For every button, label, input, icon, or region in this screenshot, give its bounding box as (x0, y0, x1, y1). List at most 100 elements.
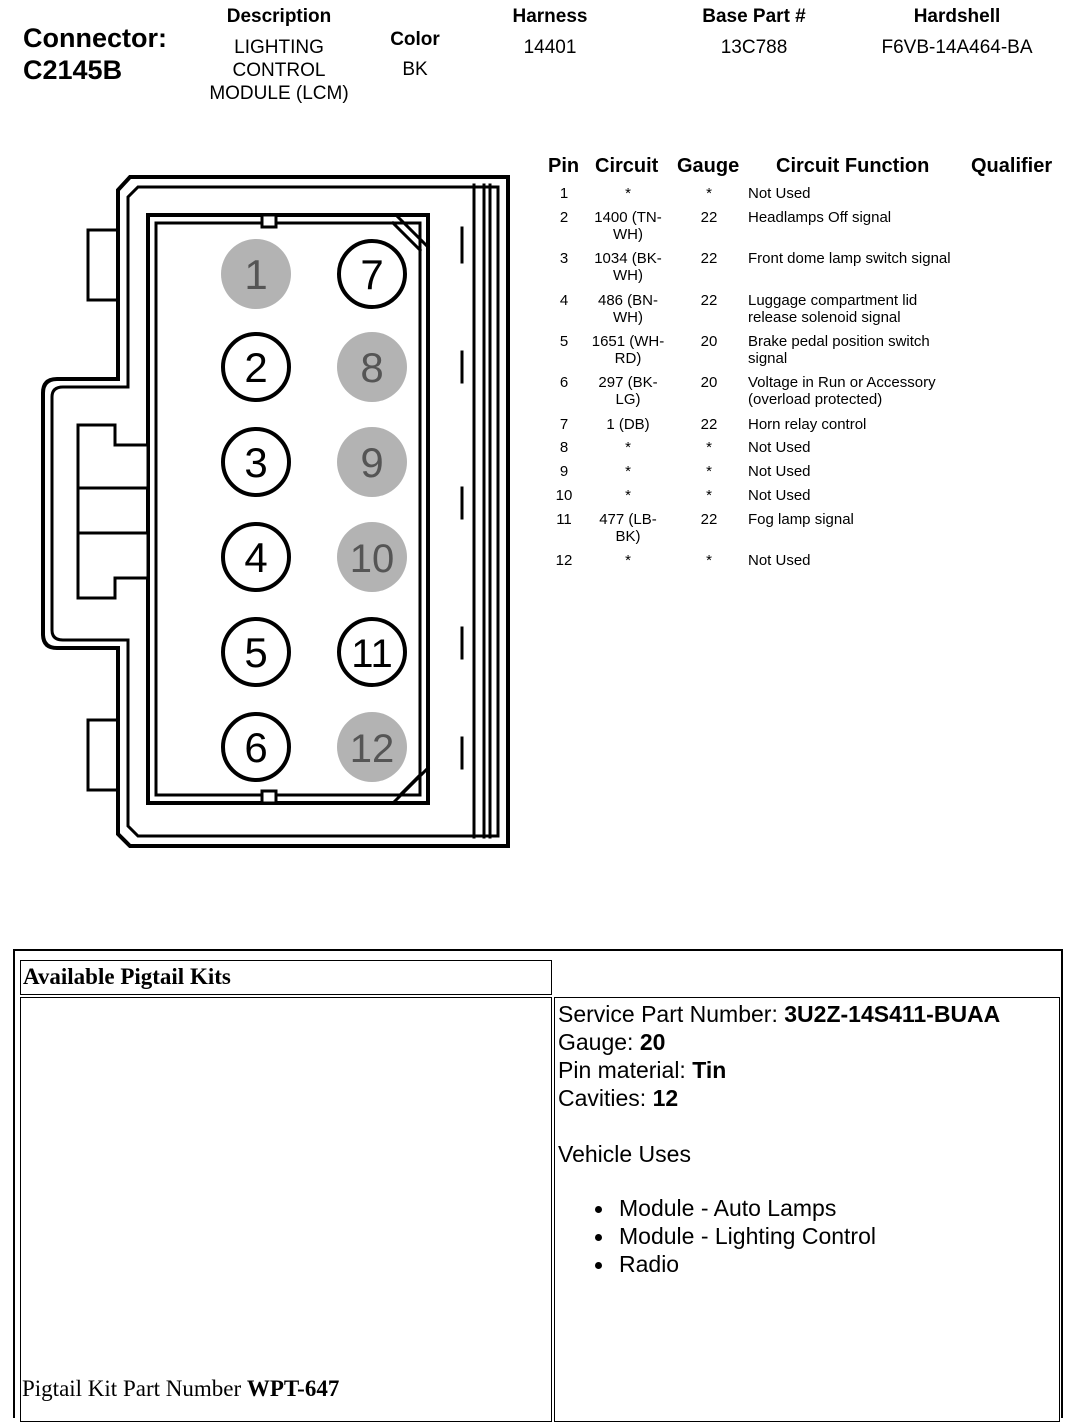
circuit-line: 1651 (WH- (591, 333, 665, 350)
housing-outline (41, 175, 510, 848)
function-cell: Not Used (748, 185, 978, 202)
function-line: Fog lamp signal (748, 511, 854, 528)
pin-circle (221, 239, 291, 309)
kit-part-label: Pigtail Kit Part Number (22, 1376, 247, 1401)
pin-circle (337, 617, 407, 687)
function-line: (overload protected) (748, 391, 883, 408)
function-line: Luggage compartment lid (748, 292, 918, 309)
pin-circle (221, 427, 291, 497)
gauge-cell: * (706, 552, 712, 569)
service-part-row: Service Part Number: 3U2Z-14S411-BUAA (558, 1000, 1000, 1028)
hardshell-label: Hardshell (913, 6, 1001, 27)
circuit-line: WH) (613, 267, 643, 284)
circuit-line: WH) (613, 226, 643, 243)
pin-cell: 6 (559, 374, 569, 391)
connector-label: Connector: (23, 23, 167, 53)
pin-number: 6 (244, 724, 267, 771)
pin-number: 10 (350, 537, 395, 581)
pin-12: 12 (337, 712, 407, 782)
circuit-cell: 1 (DB) (588, 416, 668, 433)
gauge-cell: * (706, 439, 712, 456)
pigtail-image-cell (20, 997, 552, 1422)
latch-lower (76, 531, 150, 600)
pin-number: 8 (360, 344, 383, 391)
function-line: Voltage in Run or Accessory (748, 374, 936, 391)
pin-4: 4 (221, 522, 291, 592)
description-line: LIGHTING (234, 37, 324, 58)
pin-circle (221, 522, 291, 592)
function-line: Front dome lamp switch signal (748, 250, 951, 267)
circuit-cell: 477 (LB-BK) (588, 511, 668, 545)
pin-circle (337, 239, 407, 309)
pin-number: 1 (244, 251, 267, 298)
kit-part-value: WPT-647 (246, 1376, 340, 1401)
base-part-value: 13C788 (720, 37, 788, 58)
pin-number: 7 (360, 251, 383, 298)
pin-9: 9 (337, 427, 407, 497)
cavity-frame (146, 213, 430, 805)
gauge-cell: * (706, 487, 712, 504)
pin-number: 5 (244, 629, 267, 676)
circuit-cell: * (588, 439, 668, 456)
connector-id: C2145B (23, 55, 123, 85)
gauge-cell: 22 (700, 511, 718, 528)
circuit-line: * (625, 439, 631, 456)
pin-5: 5 (221, 617, 291, 687)
circuit-line: 486 (BN- (597, 292, 659, 309)
cavities-row: Cavities: 12 (558, 1084, 678, 1112)
gauge-cell: 22 (700, 250, 718, 267)
pin-cell: 1 (559, 185, 569, 202)
service-part-value: 3U2Z-14S411-BUAA (784, 1001, 1001, 1027)
pin-number: 11 (351, 632, 393, 676)
function-line: release solenoid signal (748, 309, 901, 326)
pin-circle (221, 332, 291, 402)
cavities-value: 12 (652, 1085, 679, 1111)
pin-cell: 7 (559, 416, 569, 433)
pin-6: 6 (221, 712, 291, 782)
description-value: LIGHTING CONTROL MODULE (LCM) (188, 36, 370, 105)
function-cell: Headlamps Off signal (748, 209, 978, 226)
gauge-cell: 22 (700, 416, 718, 433)
circuit-cell: 486 (BN-WH) (588, 292, 668, 326)
gauge-label: Gauge: (558, 1029, 640, 1055)
circuit-line: RD) (614, 350, 642, 367)
hardshell-column: Hardshell F6VB-14A464-BA (862, 6, 1052, 59)
harness-column: Harness 14401 (480, 6, 620, 59)
circuit-cell: * (588, 552, 668, 569)
function-cell: Horn relay control (748, 416, 978, 433)
pin-2: 2 (221, 332, 291, 402)
circuit-line: * (625, 487, 631, 504)
service-part-label: Service Part Number: (558, 1001, 785, 1027)
pin-8: 8 (337, 332, 407, 402)
pigtail-title-cell (20, 960, 552, 995)
pin-circle (221, 617, 291, 687)
pin-3: 3 (221, 427, 291, 497)
vehicle-use-item: Radio (593, 1250, 876, 1278)
circuit-cell: * (588, 487, 668, 504)
pin-number: 9 (360, 439, 383, 486)
pin-cell: 4 (559, 292, 569, 309)
color-column: Color BK (370, 29, 460, 81)
qualifier-header: Qualifier (971, 155, 1053, 177)
function-line: Horn relay control (748, 416, 867, 433)
circuit-line: * (625, 185, 631, 202)
circuit-line: 1034 (BK- (594, 250, 662, 267)
pin-cell: 3 (559, 250, 569, 267)
circuit-line: 297 (BK- (598, 374, 658, 391)
pin-cell: 2 (559, 209, 569, 226)
gauge-cell: 22 (700, 209, 718, 226)
pin-material-value: Tin (692, 1057, 727, 1083)
pin-circle (337, 332, 407, 402)
pin-material-row: Pin material: Tin (558, 1056, 726, 1084)
base-part-column: Base Part # 13C788 (670, 6, 838, 59)
connector-title: Connector: C2145B (23, 22, 167, 86)
pin-number: 3 (244, 439, 267, 486)
gauge-value: 20 (639, 1029, 666, 1055)
pin-circle (337, 522, 407, 592)
pin-cell: 8 (559, 439, 569, 456)
gauge-header: Gauge (677, 155, 740, 177)
circuit-line: WH) (613, 309, 643, 326)
function-cell: Not Used (748, 487, 978, 504)
